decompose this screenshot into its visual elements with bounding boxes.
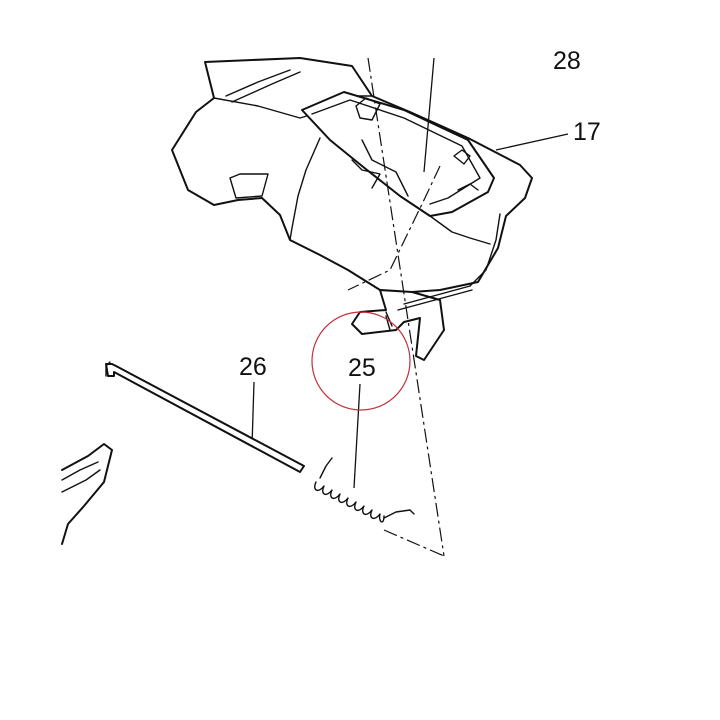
crop-mask xyxy=(540,0,600,48)
callout-label-26: 26 xyxy=(239,353,267,381)
rod-part-26 xyxy=(105,361,305,473)
housing-part-17 xyxy=(171,57,533,361)
leader-lines xyxy=(251,57,569,489)
leader-line-26 xyxy=(251,381,255,447)
highlight-circle xyxy=(311,311,411,411)
alignment-line-diagonal xyxy=(347,165,441,291)
spring-part-25 xyxy=(314,457,415,523)
callout-label-25: 25 xyxy=(348,354,376,382)
alignment-line-main xyxy=(367,57,445,557)
leader-line-17 xyxy=(495,133,569,151)
callout-label-17: 17 xyxy=(573,118,601,146)
callout-label-28: 28 xyxy=(553,47,581,75)
leader-line-25 xyxy=(353,383,361,489)
leader-line-28 xyxy=(423,57,435,173)
alignment-line-spring xyxy=(383,529,445,557)
deck-edge-partial xyxy=(61,443,113,545)
alignment-lines xyxy=(347,57,445,557)
